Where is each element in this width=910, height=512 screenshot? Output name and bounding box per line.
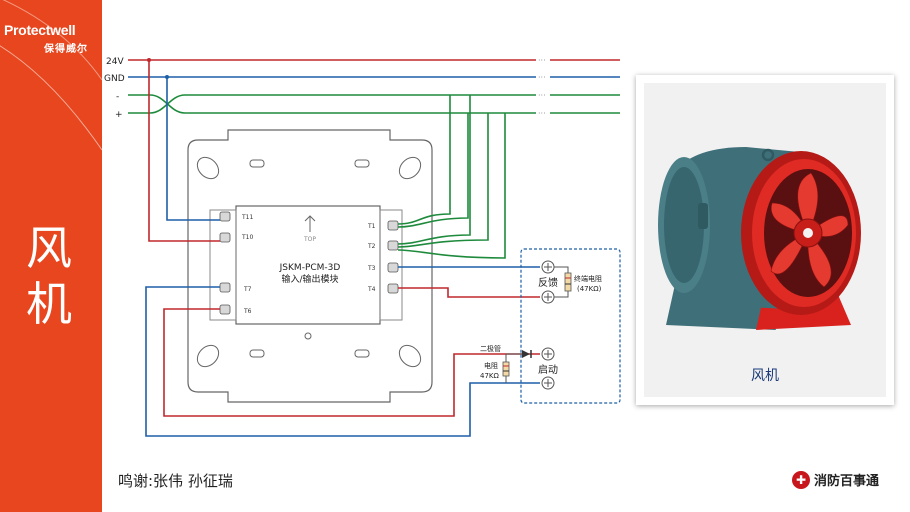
module-name: 输入/输出模块 bbox=[281, 273, 338, 285]
terminal-screws bbox=[219, 211, 399, 315]
feedback-label: 反馈 bbox=[538, 276, 558, 289]
terminal-label-t7: T7 bbox=[243, 286, 252, 293]
svg-text:···: ··· bbox=[538, 91, 546, 100]
brand-logo: Protectwell bbox=[4, 22, 76, 38]
page-title-line-2: 机 bbox=[26, 277, 72, 331]
resistor-icon bbox=[502, 361, 510, 377]
fan-caption: 风机 bbox=[751, 368, 779, 384]
page-title-line-1: 风 bbox=[26, 221, 72, 275]
diode-icon bbox=[522, 350, 530, 358]
svg-text:···: ··· bbox=[538, 109, 546, 118]
sidebar: Protectwell 保得威尔 风 机 bbox=[0, 0, 102, 512]
diode-label: 二极管 bbox=[480, 344, 501, 353]
fan-card: 风机 bbox=[636, 75, 894, 405]
module-base bbox=[187, 129, 433, 403]
bus-label-gnd: GND bbox=[104, 74, 125, 84]
bus-label-plus: + bbox=[115, 110, 123, 120]
terminal-label-t2: T2 bbox=[367, 243, 376, 250]
start-label: 启动 bbox=[538, 363, 558, 376]
terminal-label-t1: T1 bbox=[367, 223, 376, 230]
bus-lines: ··· ··· ··· ··· bbox=[128, 56, 620, 118]
terminal-label-t11: T11 bbox=[241, 214, 253, 221]
resistor-label: 电阻 bbox=[484, 361, 498, 370]
terminal-label-t6: T6 bbox=[243, 308, 252, 315]
module-model: JSKM-PCM-3D bbox=[279, 263, 341, 273]
svg-text:···: ··· bbox=[538, 56, 546, 65]
fan-image bbox=[658, 147, 861, 330]
terminal-label-t10: T10 bbox=[241, 234, 253, 241]
bus-label-24v: 24V bbox=[106, 57, 124, 67]
sidebar-curves bbox=[0, 0, 102, 151]
fire-extinguisher-icon: ✚ bbox=[792, 470, 810, 489]
footer-logo: ✚ 消防百事通 bbox=[792, 470, 879, 489]
terminal-label-t4: T4 bbox=[367, 286, 376, 293]
brand-logo-cn: 保得威尔 bbox=[44, 44, 88, 55]
terminal-label-t3: T3 bbox=[367, 265, 376, 272]
fan-terminals bbox=[541, 260, 555, 390]
top-label: TOP bbox=[303, 236, 316, 243]
bus-label-minus: - bbox=[116, 92, 119, 102]
page-title: 风 机 bbox=[14, 220, 84, 332]
module-wires bbox=[145, 58, 540, 437]
eol-resistor-icon bbox=[564, 272, 572, 292]
fan-terminal-box bbox=[520, 248, 621, 404]
footer-logo-text: 消防百事通 bbox=[814, 474, 880, 489]
svg-text:···: ··· bbox=[538, 73, 546, 82]
resistor-value: 47KΩ bbox=[480, 372, 499, 380]
credit-text: 鸣谢:张伟 孙征瑞 bbox=[118, 472, 233, 490]
eol-value: (47KΩ) bbox=[577, 285, 602, 293]
eol-label: 终端电阻 bbox=[574, 274, 602, 283]
